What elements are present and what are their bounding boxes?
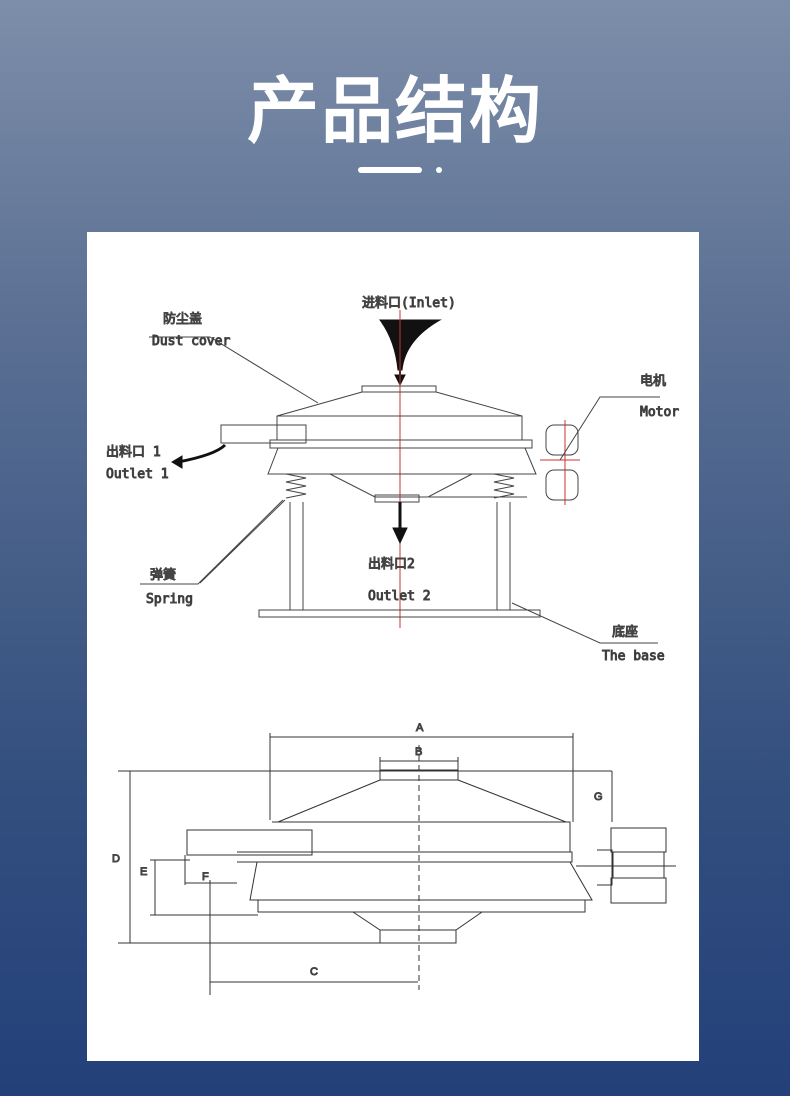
dimension-drawing xyxy=(118,733,676,995)
outlet1-en-label: Outlet 1 xyxy=(106,467,169,482)
inlet-funnel xyxy=(379,319,442,371)
page-title: 产品结构 xyxy=(246,69,543,153)
inlet-label: 进料口(Inlet) xyxy=(362,296,456,311)
dim-c-label: C xyxy=(310,966,318,978)
dim-f-label: F xyxy=(202,871,209,883)
motor-cn-label: 电机 xyxy=(640,374,666,389)
title-divider-dot xyxy=(436,167,442,173)
outlet2-cn-label: 出料口2 xyxy=(368,557,415,572)
dim-d-label: D xyxy=(112,853,120,865)
outlet1-cn-label: 出料口 1 xyxy=(106,445,161,460)
dim-a-label: A xyxy=(416,722,424,734)
dim-e-label: E xyxy=(140,866,147,878)
dust-cover-en-label: Dust cover xyxy=(152,334,230,349)
spring-en-label: Spring xyxy=(146,592,193,607)
base-en-label: The base xyxy=(602,649,665,664)
title-divider xyxy=(358,167,422,173)
outlet2-en-label: Outlet 2 xyxy=(368,589,431,604)
spring-cn-label: 弹簧 xyxy=(150,567,176,583)
diagram-panel xyxy=(87,232,699,1061)
base-cn-label: 底座 xyxy=(612,624,638,640)
dim-b-label: B xyxy=(415,746,422,758)
machine-side-view xyxy=(140,310,660,644)
motor-en-label: Motor xyxy=(640,405,679,420)
dust-cover-cn-label: 防尘盖 xyxy=(163,311,202,327)
dim-g-label: G xyxy=(594,791,603,803)
